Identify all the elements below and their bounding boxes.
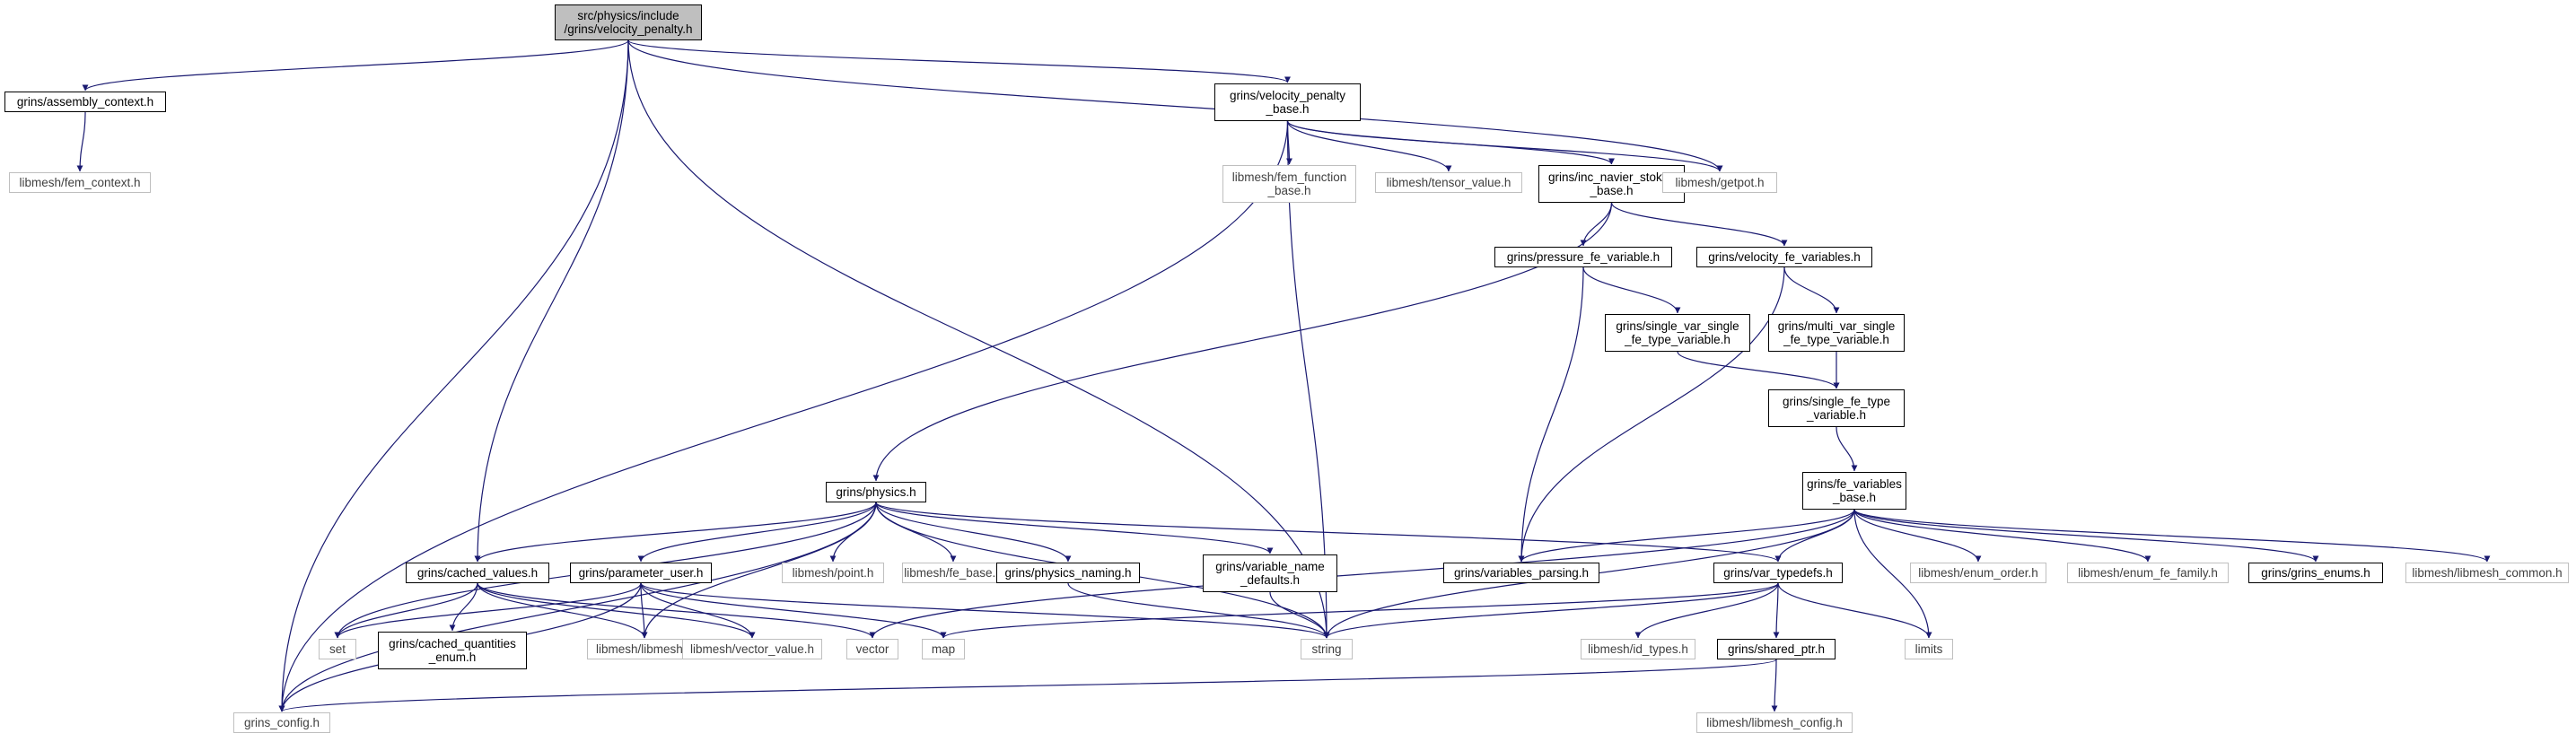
edge-inc_navier_stokes_base-to-velocity_fe_variables: [1610, 202, 1788, 247]
edge-cached_values-to-cached_quantities_enum: [449, 582, 478, 632]
edge-fe_variables_base-to-enum_fe_family: [1853, 509, 2151, 563]
edge-fe_variables_base-to-variables_parsing: [1518, 509, 1855, 563]
node-variable-name-defaults-h[interactable]: grins/variable_name _defaults.h: [1203, 554, 1337, 592]
edge-fe_variables_base-to-enum_order: [1853, 509, 1982, 563]
node-getpot-h: libmesh/getpot.h: [1662, 172, 1777, 193]
node-libmesh-config-h: libmesh/libmesh_config.h: [1696, 712, 1853, 733]
edge-velocity_penalty_base-to-getpot: [1286, 120, 1723, 172]
edge-fe_variables_base-to-vector: [869, 509, 1855, 639]
edge-single_fe_type_variable-to-fe_variables_base: [1836, 426, 1858, 472]
edge-parameter_user-to-set: [334, 582, 642, 639]
edge-root-to-assembly_context: [82, 39, 629, 92]
edge-parameter_user-to-libmesh: [640, 582, 648, 639]
edge-cached_values-to-vector: [477, 582, 876, 639]
node-set: set: [319, 639, 356, 659]
edge-pressure_fe_variable-to-variables_parsing: [1518, 266, 1584, 563]
edge-velocity_fe_variables-to-multi_var_single: [1783, 266, 1840, 314]
edge-single_var_single-to-single_fe_type_variable: [1677, 351, 1840, 389]
node-fem-context-h: libmesh/fem_context.h: [9, 172, 151, 193]
node-limits: limits: [1905, 639, 1953, 659]
edge-physics-to-point: [829, 502, 877, 563]
node-single-fe-type-variable-h[interactable]: grins/single_fe_type _variable.h: [1768, 389, 1905, 427]
edge-physics-to-cached_values: [474, 502, 877, 563]
node-single-var-single-fe-type-variable-h[interactable]: grins/single_var_single _fe_type_variabl…: [1605, 314, 1750, 352]
edge-inc_navier_stokes_base-to-physics: [872, 202, 1613, 482]
node-fe-base-h: libmesh/fe_base.h: [902, 563, 1004, 583]
node-fe-variables-base-h[interactable]: grins/fe_variables _base.h: [1802, 472, 1906, 510]
node-map: map: [922, 639, 965, 659]
edge-cached_values-to-set: [334, 582, 478, 639]
node-variables-parsing-h[interactable]: grins/variables_parsing.h: [1443, 563, 1599, 583]
edge-velocity_penalty_base-to-string: [1286, 120, 1330, 639]
edge-inc_navier_stokes_base-to-pressure_fe_variable: [1580, 202, 1613, 247]
edge-shared_ptr-to-grins_config: [278, 659, 1777, 712]
node-grins-config-h: grins_config.h: [233, 712, 330, 733]
node-var-typedefs-h[interactable]: grins/var_typedefs.h: [1713, 563, 1843, 583]
edge-cached_values-to-vector_value: [477, 582, 756, 639]
edge-physics-to-variable_name_defaults: [875, 502, 1274, 554]
node-vector: vector: [846, 639, 898, 659]
edge-var_typedefs-to-id_types: [1634, 582, 1779, 639]
node-libmesh-h: libmesh/libmesh.h: [587, 639, 702, 659]
node-grins-enums-h[interactable]: grins/grins_enums.h: [2248, 563, 2383, 583]
node-inc-navier-stokes-base-h[interactable]: grins/inc_navier_stokes _base.h: [1538, 165, 1685, 203]
edge-fe_variables_base-to-var_typedefs: [1774, 509, 1855, 563]
edge-parameter_user-to-vector_value: [640, 582, 756, 639]
node-assembly-context-h[interactable]: grins/assembly_context.h: [4, 92, 166, 112]
edge-shared_ptr-to-libmesh_config: [1771, 659, 1778, 712]
node-cached-quantities-enum-h[interactable]: grins/cached_quantities _enum.h: [378, 632, 527, 669]
node-shared-ptr-h[interactable]: grins/shared_ptr.h: [1717, 639, 1836, 659]
node-enum-order-h: libmesh/enum_order.h: [1910, 563, 2046, 583]
edge-fe_variables_base-to-limits: [1853, 509, 1932, 639]
edge-root-to-velocity_penalty_base: [627, 39, 1291, 83]
edge-velocity_fe_variables-to-variables_parsing: [1518, 266, 1785, 563]
node-id-types-h: libmesh/id_types.h: [1581, 639, 1695, 659]
edge-root-to-grins_config: [278, 39, 629, 712]
node-tensor-value-h: libmesh/tensor_value.h: [1375, 172, 1522, 193]
node-physics-naming-h[interactable]: grins/physics_naming.h: [996, 563, 1140, 583]
node-parameter-user-h[interactable]: grins/parameter_user.h: [570, 563, 712, 583]
node-cached-values-h[interactable]: grins/cached_values.h: [406, 563, 549, 583]
node-libmesh-common-h: libmesh/libmesh_common.h: [2405, 563, 2569, 583]
node-velocity-fe-variables-h[interactable]: grins/velocity_fe_variables.h: [1696, 247, 1872, 267]
edge-root-to-cached_values: [474, 39, 629, 563]
node-point-h: libmesh/point.h: [782, 563, 884, 583]
edge-physics-to-parameter_user: [637, 502, 877, 563]
edge-var_typedefs-to-string: [1323, 582, 1779, 639]
edge-velocity_penalty_base-to-tensor_value: [1286, 120, 1452, 172]
node-string: string: [1301, 639, 1353, 659]
node-physics-h[interactable]: grins/physics.h: [826, 482, 926, 502]
node-multi-var-single-fe-type-variable-h[interactable]: grins/multi_var_single _fe_type_variable…: [1768, 314, 1905, 352]
node-velocity-penalty-base-h[interactable]: grins/velocity_penalty _base.h: [1214, 83, 1361, 121]
edge-physics_naming-to-string: [1067, 582, 1330, 639]
edge-var_typedefs-to-limits: [1777, 582, 1932, 639]
edge-parameter_user-to-string: [640, 582, 1330, 639]
edge-velocity_penalty_base-to-grins_config: [278, 120, 1289, 712]
edge-pressure_fe_variable-to-single_var_single: [1582, 266, 1681, 314]
node-velocity-penalty-h[interactable]: src/physics/include /grins/velocity_pena…: [555, 4, 702, 40]
node-fem-function-base-h: libmesh/fem_function _base.h: [1222, 165, 1356, 203]
node-vector-value-h: libmesh/vector_value.h: [682, 639, 822, 659]
edge-var_typedefs-to-map: [940, 582, 1779, 639]
edge-fe_variables_base-to-libmesh_common: [1853, 509, 2491, 563]
edge-root-to-getpot: [627, 39, 1723, 172]
edge-var_typedefs-to-shared_ptr: [1773, 582, 1780, 639]
edge-physics-to-physics_naming: [875, 502, 1072, 563]
edge-physics-to-var_typedefs: [875, 502, 1782, 563]
node-enum-fe-family-h: libmesh/enum_fe_family.h: [2067, 563, 2229, 583]
node-pressure-fe-variable-h[interactable]: grins/pressure_fe_variable.h: [1494, 247, 1672, 267]
edge-assembly_context-to-fem_context: [76, 111, 86, 172]
edge-fe_variables_base-to-grins_enums: [1853, 509, 2319, 563]
edge-cached_values-to-libmesh: [477, 582, 648, 639]
edge-parameter_user-to-map: [640, 582, 947, 639]
edge-velocity_penalty_base-to-fem_function_base: [1285, 120, 1292, 165]
